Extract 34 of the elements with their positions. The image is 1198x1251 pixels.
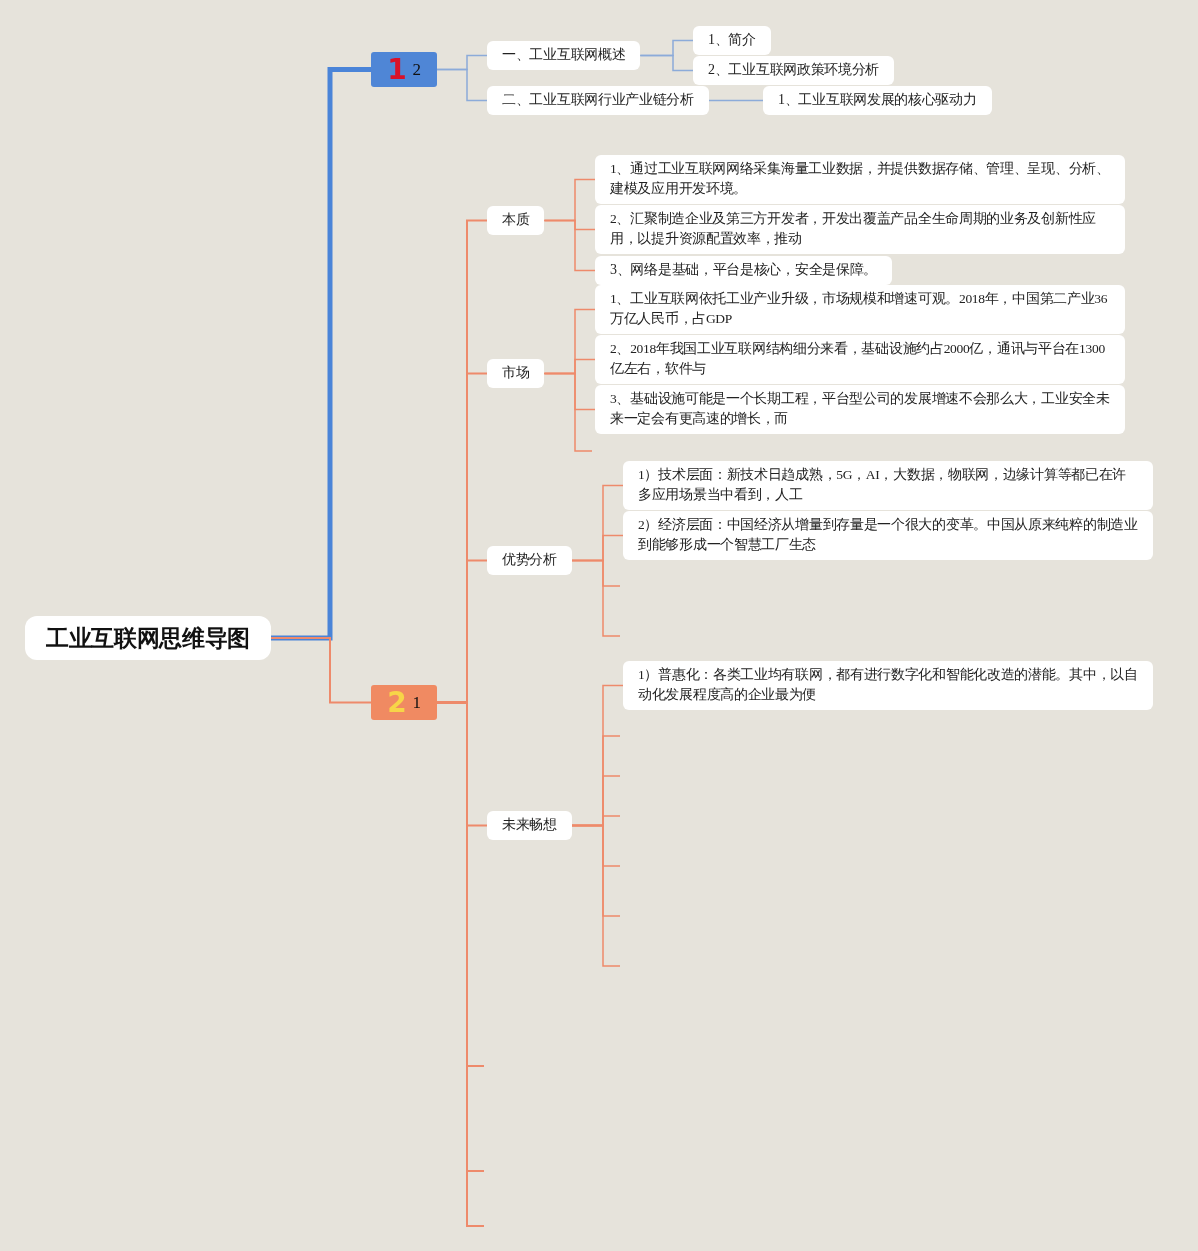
topic-box: 市场 <box>487 359 545 388</box>
note-box: 1、工业互联网依托工业产业升级，市场规模和增速可观。2018年，中国第二产业36万亿人民币，占GDP <box>595 285 1125 334</box>
branch-stub <box>543 372 593 452</box>
connector-line <box>271 67 371 641</box>
note-box: 1、通过工业互联网网络采集海量工业数据，并提供数据存储、管理、呈现、分析、建模及应用开发环境。 <box>595 155 1125 204</box>
marker-number: 1 <box>387 54 407 85</box>
numbered-topic <box>371 685 437 720</box>
note-box: 1）普惠化：各类工业均有联网，都有进行数字化和智能化改造的潜能。其中，以自动化发展程度高的企业最为便 <box>623 661 1153 710</box>
topic-box: 1、简介 <box>693 26 771 55</box>
branch-stub <box>571 559 621 637</box>
branch-stub <box>571 824 621 967</box>
topic-box: 优势分析 <box>487 546 572 575</box>
topic-box: 本质 <box>487 206 545 235</box>
note-box: 3、网络是基础，平台是核心，安全是保障。 <box>595 256 892 285</box>
topic-box: 2、工业互联网政策环境分析 <box>693 56 895 85</box>
connector-line <box>708 99 764 102</box>
topic-box: 一、工业互联网概述 <box>487 41 641 70</box>
note-box: 3、基础设施可能是一个长期工程，平台型公司的发展增速不会那么大，工业安全未来一定会有更高速的增长，而 <box>595 385 1125 434</box>
topic-box: 未来畅想 <box>487 811 572 840</box>
topic-box: 1、工业互联网发展的核心驱动力 <box>763 86 992 115</box>
note-box: 2、汇聚制造企业及第三方开发者，开发出覆盖产品全生命周期的业务及创新性应用，以提升资源配置效率，推动 <box>595 205 1125 254</box>
topic-number: 1 <box>412 692 421 713</box>
note-box: 2、2018年我国工业互联网结构细分来看，基础设施约占2000亿，通讯与平台在1300亿左右，软件与 <box>595 335 1125 384</box>
central-topic: 工业互联网思维导图 <box>25 616 271 660</box>
numbered-topic <box>371 52 437 87</box>
topic-box: 二、工业互联网行业产业链分析 <box>487 86 709 115</box>
note-box: 2）经济层面：中国经济从增量到存量是一个很大的变革。中国从原来纯粹的制造业到能够形成一个智慧工厂生态 <box>623 511 1153 560</box>
topic-number: 2 <box>412 59 421 80</box>
connector-line <box>270 637 372 704</box>
note-box: 1）技术层面：新技术日趋成熟，5G，AI，大数据，物联网，边缘计算等都已在许多应用场景当中看到，人工 <box>623 461 1153 510</box>
connector-line <box>639 54 694 72</box>
connector-line <box>543 219 596 272</box>
connector-line <box>436 68 488 102</box>
marker-number: 2 <box>387 687 407 718</box>
